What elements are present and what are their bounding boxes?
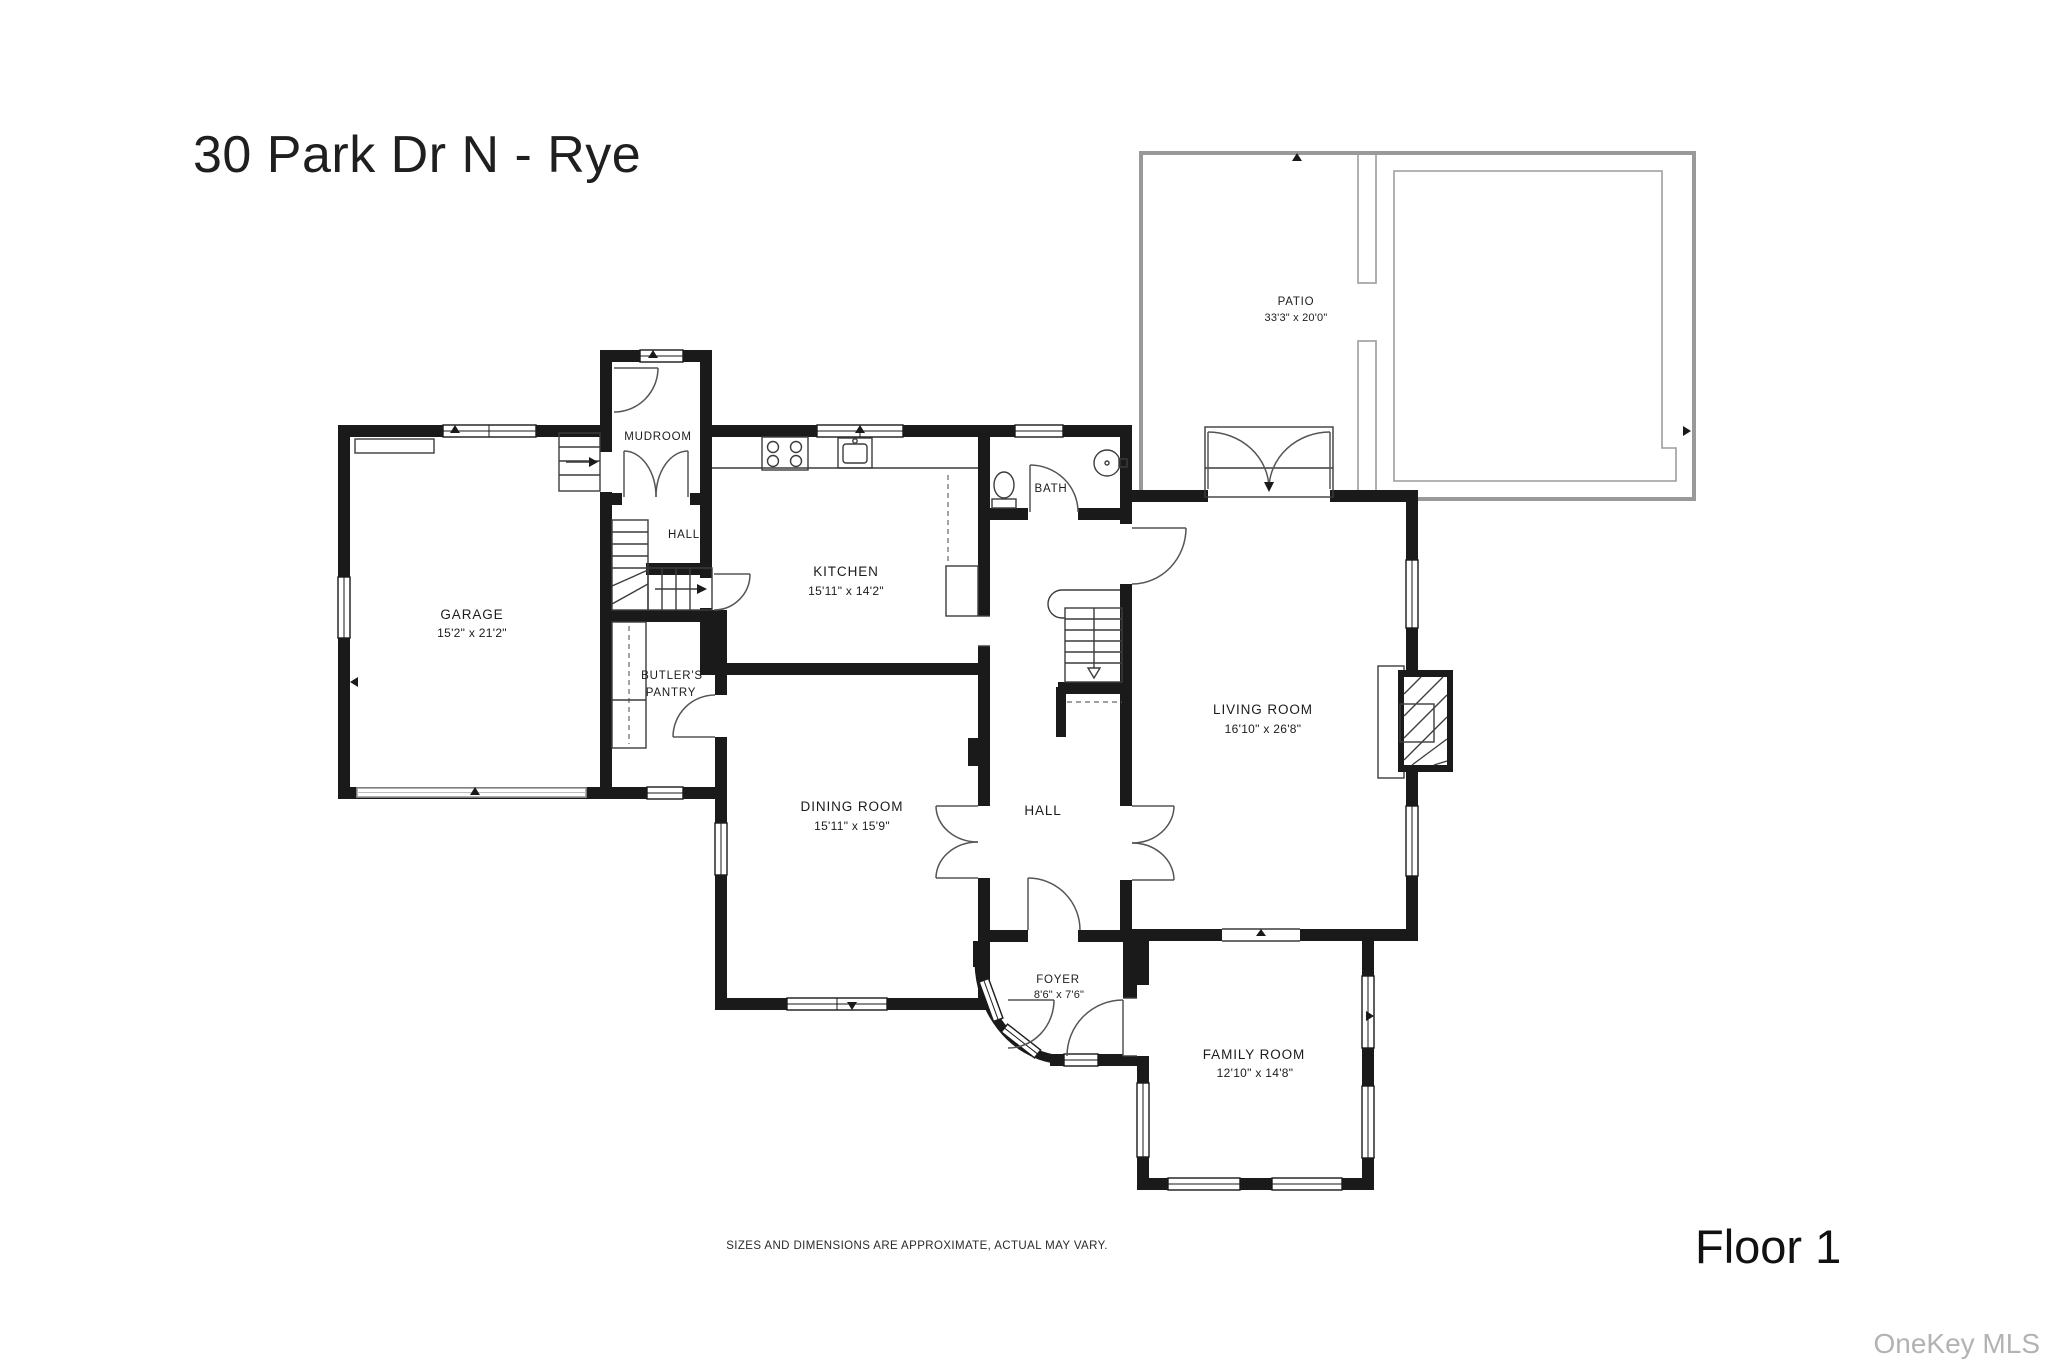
opening-pantry-dining: [715, 695, 727, 737]
mudroom-double-doors: [623, 450, 689, 498]
family-room-label: FAMILY ROOM: [1203, 1047, 1305, 1062]
stairs-main-hall: [1047, 589, 1123, 703]
patio-divider-wall-lower: [1357, 340, 1377, 500]
window-living-right-upper: [1405, 559, 1419, 629]
opening-stair-kitchen: [700, 578, 712, 608]
pantry-counter: [611, 621, 647, 749]
watermark: OneKey MLS: [1873, 1328, 2040, 1359]
stairs-lower-hall: [611, 519, 713, 611]
garage-label: GARAGE: [440, 607, 503, 622]
opening-hall-livingroom-door: [1120, 524, 1132, 584]
dining-double-doors: [935, 805, 979, 879]
bath-fixtures: [991, 449, 1128, 509]
family-room-dims: 12'10" x 14'8": [1217, 1066, 1294, 1080]
mudroom-label: MUDROOM: [624, 431, 692, 443]
window-garage-left: [337, 576, 351, 639]
bath-label: BATH: [1034, 483, 1067, 495]
opening-bath-door: [1028, 508, 1078, 520]
kitchen-fixtures: [712, 436, 979, 617]
floor-label: Floor 1: [1695, 1220, 1841, 1273]
hall-foyer-door: [1027, 877, 1081, 931]
front-door: [1066, 999, 1124, 1057]
window-pantry-bottom: [646, 786, 684, 800]
window-foyer-bay-lower: [1000, 1023, 1042, 1059]
butlers-pantry-label-line1: BUTLER'S: [641, 670, 703, 682]
window-living-right-lower: [1405, 805, 1419, 877]
butlers-pantry-label-line2: PANTRY: [646, 687, 696, 699]
windows: [337, 349, 1419, 1191]
garage-door: [356, 787, 587, 798]
doors: [613, 367, 1334, 1057]
window-dining-bottom: [786, 997, 888, 1011]
window-dining-left: [714, 822, 728, 876]
kitchen-label: KITCHEN: [813, 564, 879, 579]
living-room-double-doors: [1131, 805, 1175, 881]
window-foyer-bay-upper: [978, 977, 1004, 1023]
mudroom-entry-door: [613, 367, 659, 413]
window-family-bottom-right: [1271, 1177, 1343, 1191]
foyer-label: FOYER: [1036, 974, 1080, 986]
window-family-left: [1136, 1082, 1150, 1158]
stove-icon: [761, 436, 809, 471]
wall-openings: [600, 452, 1330, 1057]
page-title: 30 Park Dr N - Rye: [193, 126, 641, 184]
patio-inner-edge: [1393, 170, 1677, 482]
patio-structure: [1139, 151, 1696, 501]
opening-hall-livingroom-double: [1120, 806, 1132, 880]
kitchen-sink-icon: [837, 437, 873, 469]
stairs-garage-entry: [558, 432, 601, 492]
window-family-right-upper: [1361, 975, 1375, 1049]
walls-path: [338, 350, 1418, 1190]
patio-label: PATIO: [1278, 296, 1315, 308]
living-room-label: LIVING ROOM: [1213, 702, 1313, 717]
opening-hall-foyer: [1028, 930, 1078, 942]
patio-divider-wall-upper: [1357, 152, 1377, 284]
living-room-door: [1131, 527, 1187, 585]
foyer-dims: 8'6" x 7'6": [1034, 989, 1084, 1001]
opening-dining-doubledoor: [978, 806, 990, 878]
kitchen-dims: 15'11" x 14'2": [808, 584, 884, 598]
window-family-right-lower: [1361, 1085, 1375, 1159]
opening-mudroom-hall: [622, 493, 690, 505]
window-foyer-bottom: [1063, 1053, 1099, 1067]
hall-center-label: HALL: [1024, 803, 1061, 818]
window-bath-top: [1014, 424, 1064, 438]
dining-room-label: DINING ROOM: [801, 799, 904, 814]
disclaimer: SIZES AND DIMENSIONS ARE APPROXIMATE, AC…: [726, 1240, 1108, 1252]
window-mudroom-top: [639, 349, 684, 363]
garage-shelf: [354, 438, 435, 454]
patio-dims: 33'3" x 20'0": [1265, 312, 1328, 324]
refrigerator-icon: [945, 565, 979, 617]
opening-garage-mudroom: [600, 452, 612, 492]
opening-kitchen-hall: [978, 616, 990, 646]
bath-door: [1029, 464, 1079, 513]
bath-sink-icon: [1093, 449, 1128, 477]
dining-room-dims: 15'11" x 15'9": [814, 819, 890, 833]
patio-outer-wall: [1139, 151, 1696, 501]
living-room-dims: 16'10" x 26'8": [1225, 722, 1302, 736]
foyer-closet-door: [1007, 999, 1055, 1049]
window-family-bottom-left: [1167, 1177, 1241, 1191]
window-garage-top: [442, 424, 537, 438]
garage-dims: 15'2" x 21'2": [437, 626, 507, 640]
opening-foyer-door: [1123, 998, 1137, 1056]
pantry-door: [672, 694, 716, 738]
patio-french-doors: [1204, 426, 1334, 498]
dimension-ticks: [350, 153, 1691, 1184]
toilet-icon: [991, 471, 1017, 509]
room-labels: PATIO 33'3" x 20'0" MUDROOM HALL KITCHEN…: [437, 296, 1327, 1080]
kitchen-stair-door: [713, 573, 751, 611]
opening-patio-frenchdoor: [1208, 490, 1330, 502]
fireplace-icon: [1377, 665, 1453, 779]
hall-upper-label: HALL: [668, 529, 700, 541]
